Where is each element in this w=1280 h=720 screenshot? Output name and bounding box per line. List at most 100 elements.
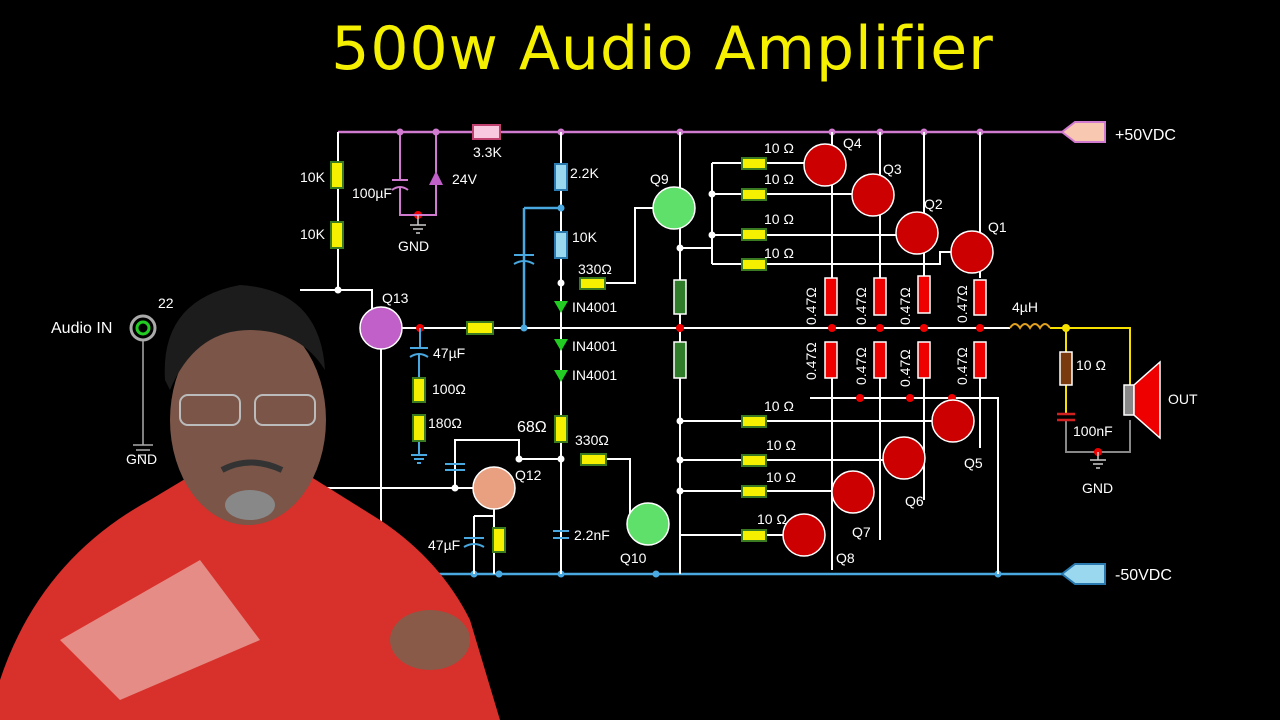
diode-icon-3: [554, 370, 568, 382]
resistor-2.2k-label: 2.2K: [570, 165, 599, 181]
positive-rail-label: +50VDC: [1115, 127, 1176, 144]
q9-label: Q9: [650, 171, 669, 187]
transistor-q1-icon: [950, 230, 994, 274]
jack-center-icon: [135, 320, 151, 336]
resistor-180-label: 180Ω: [428, 415, 462, 431]
input-gnd-label: GND: [126, 451, 157, 467]
negative-terminal: [1060, 563, 1106, 585]
speaker-icon: [1123, 384, 1135, 416]
base-resistor: [741, 485, 767, 498]
resistor-3.3k-label: 3.3K: [473, 144, 502, 160]
ground-icon: [410, 215, 426, 234]
emitter-resistor-label: 0.47Ω: [853, 347, 869, 385]
capacitor-2.2nf-label: 2.2nF: [574, 527, 610, 543]
base-resistor: [741, 157, 767, 170]
resistor-2.2k: [554, 163, 568, 191]
zener-diode-icon: [429, 171, 443, 185]
q12-label: Q12: [515, 467, 542, 483]
output-gnd-label: GND: [1082, 480, 1113, 496]
driver-resistor-top: [673, 279, 687, 315]
q5-label: Q5: [964, 455, 983, 471]
zobel-capacitor: [1057, 412, 1075, 422]
base-resistor-label: 10 Ω: [764, 140, 794, 156]
emitter-resistor-label: 0.47Ω: [803, 287, 819, 325]
zener-label: 24V: [452, 171, 478, 187]
q1-label: Q1: [988, 219, 1007, 235]
audio-input-jack-icon[interactable]: [129, 314, 157, 342]
emitter-resistor-label: 0.47Ω: [803, 342, 819, 380]
resistor-10k-bottom-label: 10K: [300, 226, 326, 242]
positive-terminal: [1060, 121, 1106, 143]
resistor-180: [412, 414, 426, 442]
transistor-q6-icon: [882, 436, 926, 480]
capacitor-100uf: [391, 132, 437, 216]
input-ground-wire: [133, 340, 153, 456]
diode-label-3: IN4001: [572, 367, 617, 383]
speaker-cone-icon: [1133, 360, 1161, 440]
transistors: [359, 143, 994, 557]
q3-label: Q3: [883, 161, 902, 177]
capacitor-100uf-label: 100µF: [352, 185, 392, 201]
base-resistor: [741, 258, 767, 271]
negative-rail-label: -50VDC: [1115, 567, 1172, 584]
resistor-330-top-label: 330Ω: [578, 261, 612, 277]
base-resistor-label: 10 Ω: [766, 437, 796, 453]
transistor-q13-icon: [359, 306, 403, 350]
emitter-resistor-label: 0.47Ω: [853, 287, 869, 325]
resistor-330-bottom: [580, 453, 607, 466]
diode-label-1: IN4001: [572, 299, 617, 315]
capacitor-47uf: [409, 328, 429, 464]
q6-label: Q6: [905, 493, 924, 509]
q8-label: Q8: [836, 550, 855, 566]
transistor-q8-icon: [782, 513, 826, 557]
resistor-68: [554, 415, 568, 443]
emitter-resistor-label: 0.47Ω: [897, 349, 913, 387]
miller-capacitor: [445, 463, 465, 471]
diode-icon-1: [554, 301, 568, 313]
bootstrap-wire: [522, 206, 561, 328]
zobel-resistor: [1059, 351, 1073, 386]
ground-icon: [1090, 452, 1106, 469]
base-resistor: [741, 188, 767, 201]
resistor-feedback: [466, 321, 494, 335]
base-resistor: [741, 454, 767, 467]
driver-resistor-bottom: [673, 341, 687, 379]
zobel-capacitor-label: 100nF: [1073, 423, 1113, 439]
emitter-resistors: [824, 275, 987, 379]
base-resistor: [741, 529, 767, 542]
emitter-resistor-label: 0.47Ω: [897, 287, 913, 325]
transistor-q9-icon: [652, 186, 696, 230]
transistor-q5-icon: [931, 399, 975, 443]
emitter-resistor-label: 0.47Ω: [954, 285, 970, 323]
base-resistor-label: 10 Ω: [764, 398, 794, 414]
audio-input-label: Audio IN: [51, 320, 112, 337]
inductor-label: 4µH: [1012, 299, 1038, 315]
diode-icon-2: [554, 339, 568, 351]
q10-label: Q10: [620, 550, 647, 566]
resistor-68-label: 68Ω: [517, 419, 547, 436]
capacitor-47uf-q12-label: 47µF: [428, 537, 460, 553]
base-resistor-label: 10 Ω: [764, 245, 794, 261]
resistor-330-bottom-label: 330Ω: [575, 432, 609, 448]
input-partial-value: 22: [158, 295, 174, 311]
capacitor-47uf-label: 47µF: [433, 345, 465, 361]
q2-label: Q2: [924, 196, 943, 212]
resistor-330-top: [579, 277, 606, 290]
transistor-q3-icon: [851, 173, 895, 217]
transistor-q12-icon: [472, 466, 516, 510]
bias-gnd-label: GND: [398, 238, 429, 254]
base-resistor-label: 10 Ω: [757, 511, 787, 527]
presenter-photo: [0, 285, 500, 720]
resistor-10k-vas-label: 10K: [572, 229, 598, 245]
emitter-resistor-label: 0.47Ω: [954, 347, 970, 385]
capacitor-2.2nf: [553, 530, 569, 539]
diode-label-2: IN4001: [572, 338, 617, 354]
q13-label: Q13: [382, 290, 409, 306]
transistor-q7-icon: [831, 470, 875, 514]
base-resistor-label: 10 Ω: [764, 211, 794, 227]
transistor-q10-icon: [626, 502, 670, 546]
q4-label: Q4: [843, 135, 862, 151]
inductor-icon: [1009, 323, 1051, 330]
diagram-title: 500w Audio Amplifier: [331, 14, 994, 84]
